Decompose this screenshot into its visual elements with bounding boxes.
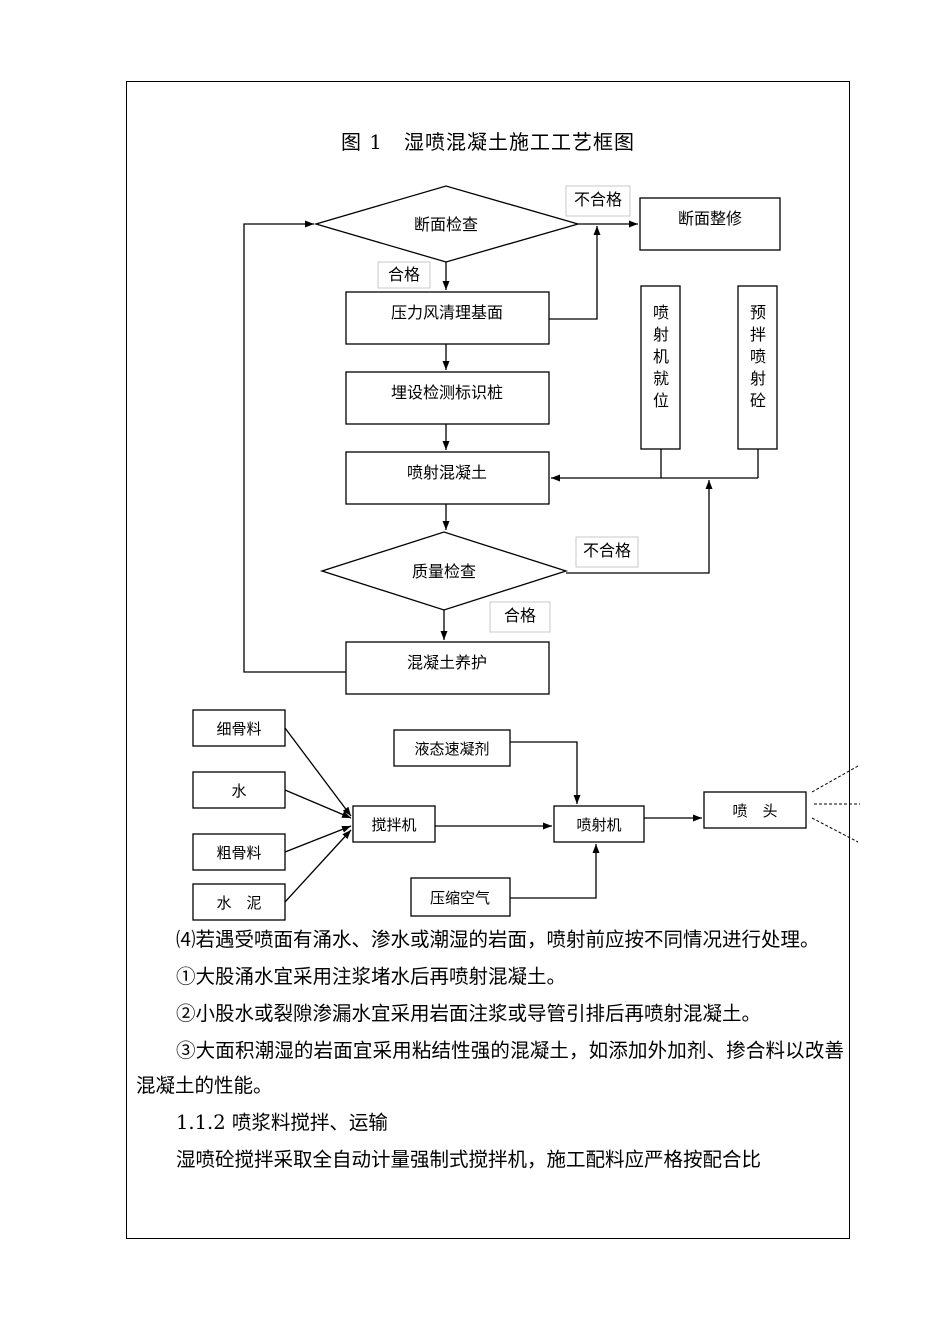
clean-base-box (345, 291, 550, 345)
section-heading: 1.1.2 喷浆料搅拌、运输 (176, 1111, 388, 1134)
sprayer-in-place-box (640, 285, 681, 450)
water-label: 水 (231, 782, 246, 800)
paragraph-3: ②小股水或裂隙渗漏水宜采用岩面注浆或导管引排后再喷射混凝土。 (176, 1002, 762, 1025)
accelerator-label: 液态速凝剂 (414, 740, 489, 758)
fail-label-box-2 (575, 536, 639, 568)
premix-concrete-char-2: 拌 (750, 325, 766, 344)
spray-concrete-box (345, 451, 550, 505)
pass-label-2: 合格 (504, 606, 536, 625)
premix-concrete-char-3: 喷 (750, 347, 766, 366)
sprayer-in-place-char-4: 就 (653, 369, 669, 388)
figure-title: 图 1 湿喷混凝土施工工艺框图 (340, 130, 636, 154)
pass-label-box-2 (489, 601, 551, 633)
accelerator-box (393, 729, 511, 767)
compressed-air-box (410, 877, 511, 917)
premix-concrete-char-4: 射 (750, 369, 766, 388)
fail-label-box-1 (565, 185, 631, 217)
fine-aggregate-label: 细骨料 (216, 720, 261, 738)
section-repair-box (639, 197, 781, 251)
paragraph-4: ③大面积潮湿的岩面宜采用粘结性强的混凝土，如添加外加剂、掺合料以改善混凝土的性能… (136, 1039, 844, 1097)
coarse-aggregate-label: 粗骨料 (216, 844, 261, 862)
nozzle-box (703, 791, 807, 829)
quality-check-diamond (319, 531, 569, 611)
sprayer-in-place-char-2: 射 (653, 325, 669, 344)
section-check-label: 断面检查 (414, 215, 478, 234)
mixer-label: 搅拌机 (371, 816, 416, 834)
paragraph-2: ①大股涌水宜采用注浆堵水后再喷射混凝土。 (176, 965, 567, 988)
premix-concrete-char-1: 预 (750, 303, 766, 322)
pass-label-box-1 (377, 261, 431, 289)
clean-base-label: 压力风清理基面 (391, 303, 503, 322)
premix-concrete-char-5: 砼 (750, 391, 766, 410)
embed-markers-label: 埋设检测标识桩 (391, 383, 503, 402)
nozzle-label: 喷 头 (732, 802, 777, 820)
page-frame (126, 81, 850, 1239)
curing-box (345, 641, 550, 695)
paragraph-6: 湿喷砼搅拌采取全自动计量强制式搅拌机，施工配料应严格按配合比 (176, 1148, 762, 1171)
fail-label-1: 不合格 (574, 190, 622, 209)
section-repair-label: 断面整修 (678, 209, 742, 228)
sprayer-label: 喷射机 (576, 816, 621, 834)
pass-label-1: 合格 (388, 265, 420, 284)
quality-check-label: 质量检查 (412, 562, 476, 581)
embed-markers-box (345, 371, 550, 425)
fine-aggregate-box (192, 709, 286, 747)
sprayer-in-place-char-1: 喷 (653, 303, 669, 322)
sprayer-box (553, 805, 645, 843)
cement-box (192, 883, 286, 921)
sprayer-in-place-char-5: 位 (653, 391, 669, 410)
cement-label: 水 泥 (216, 894, 261, 912)
compressed-air-label: 压缩空气 (430, 889, 490, 907)
spray-concrete-label: 喷射混凝土 (407, 463, 487, 482)
paragraph-1: ⑷若遇受喷面有涌水、渗水或潮湿的岩面，喷射前应按不同情况进行处理。 (176, 928, 820, 951)
curing-label: 混凝土养护 (407, 653, 487, 672)
water-box (192, 771, 286, 809)
body-text: ⑷若遇受喷面有涌水、渗水或潮湿的岩面，喷射前应按不同情况进行处理。 ①大股涌水宜… (136, 922, 844, 1177)
premix-concrete-box (737, 285, 778, 450)
sprayer-in-place-char-3: 机 (653, 347, 669, 366)
mixer-box (352, 805, 436, 843)
fail-label-2: 不合格 (583, 541, 631, 560)
